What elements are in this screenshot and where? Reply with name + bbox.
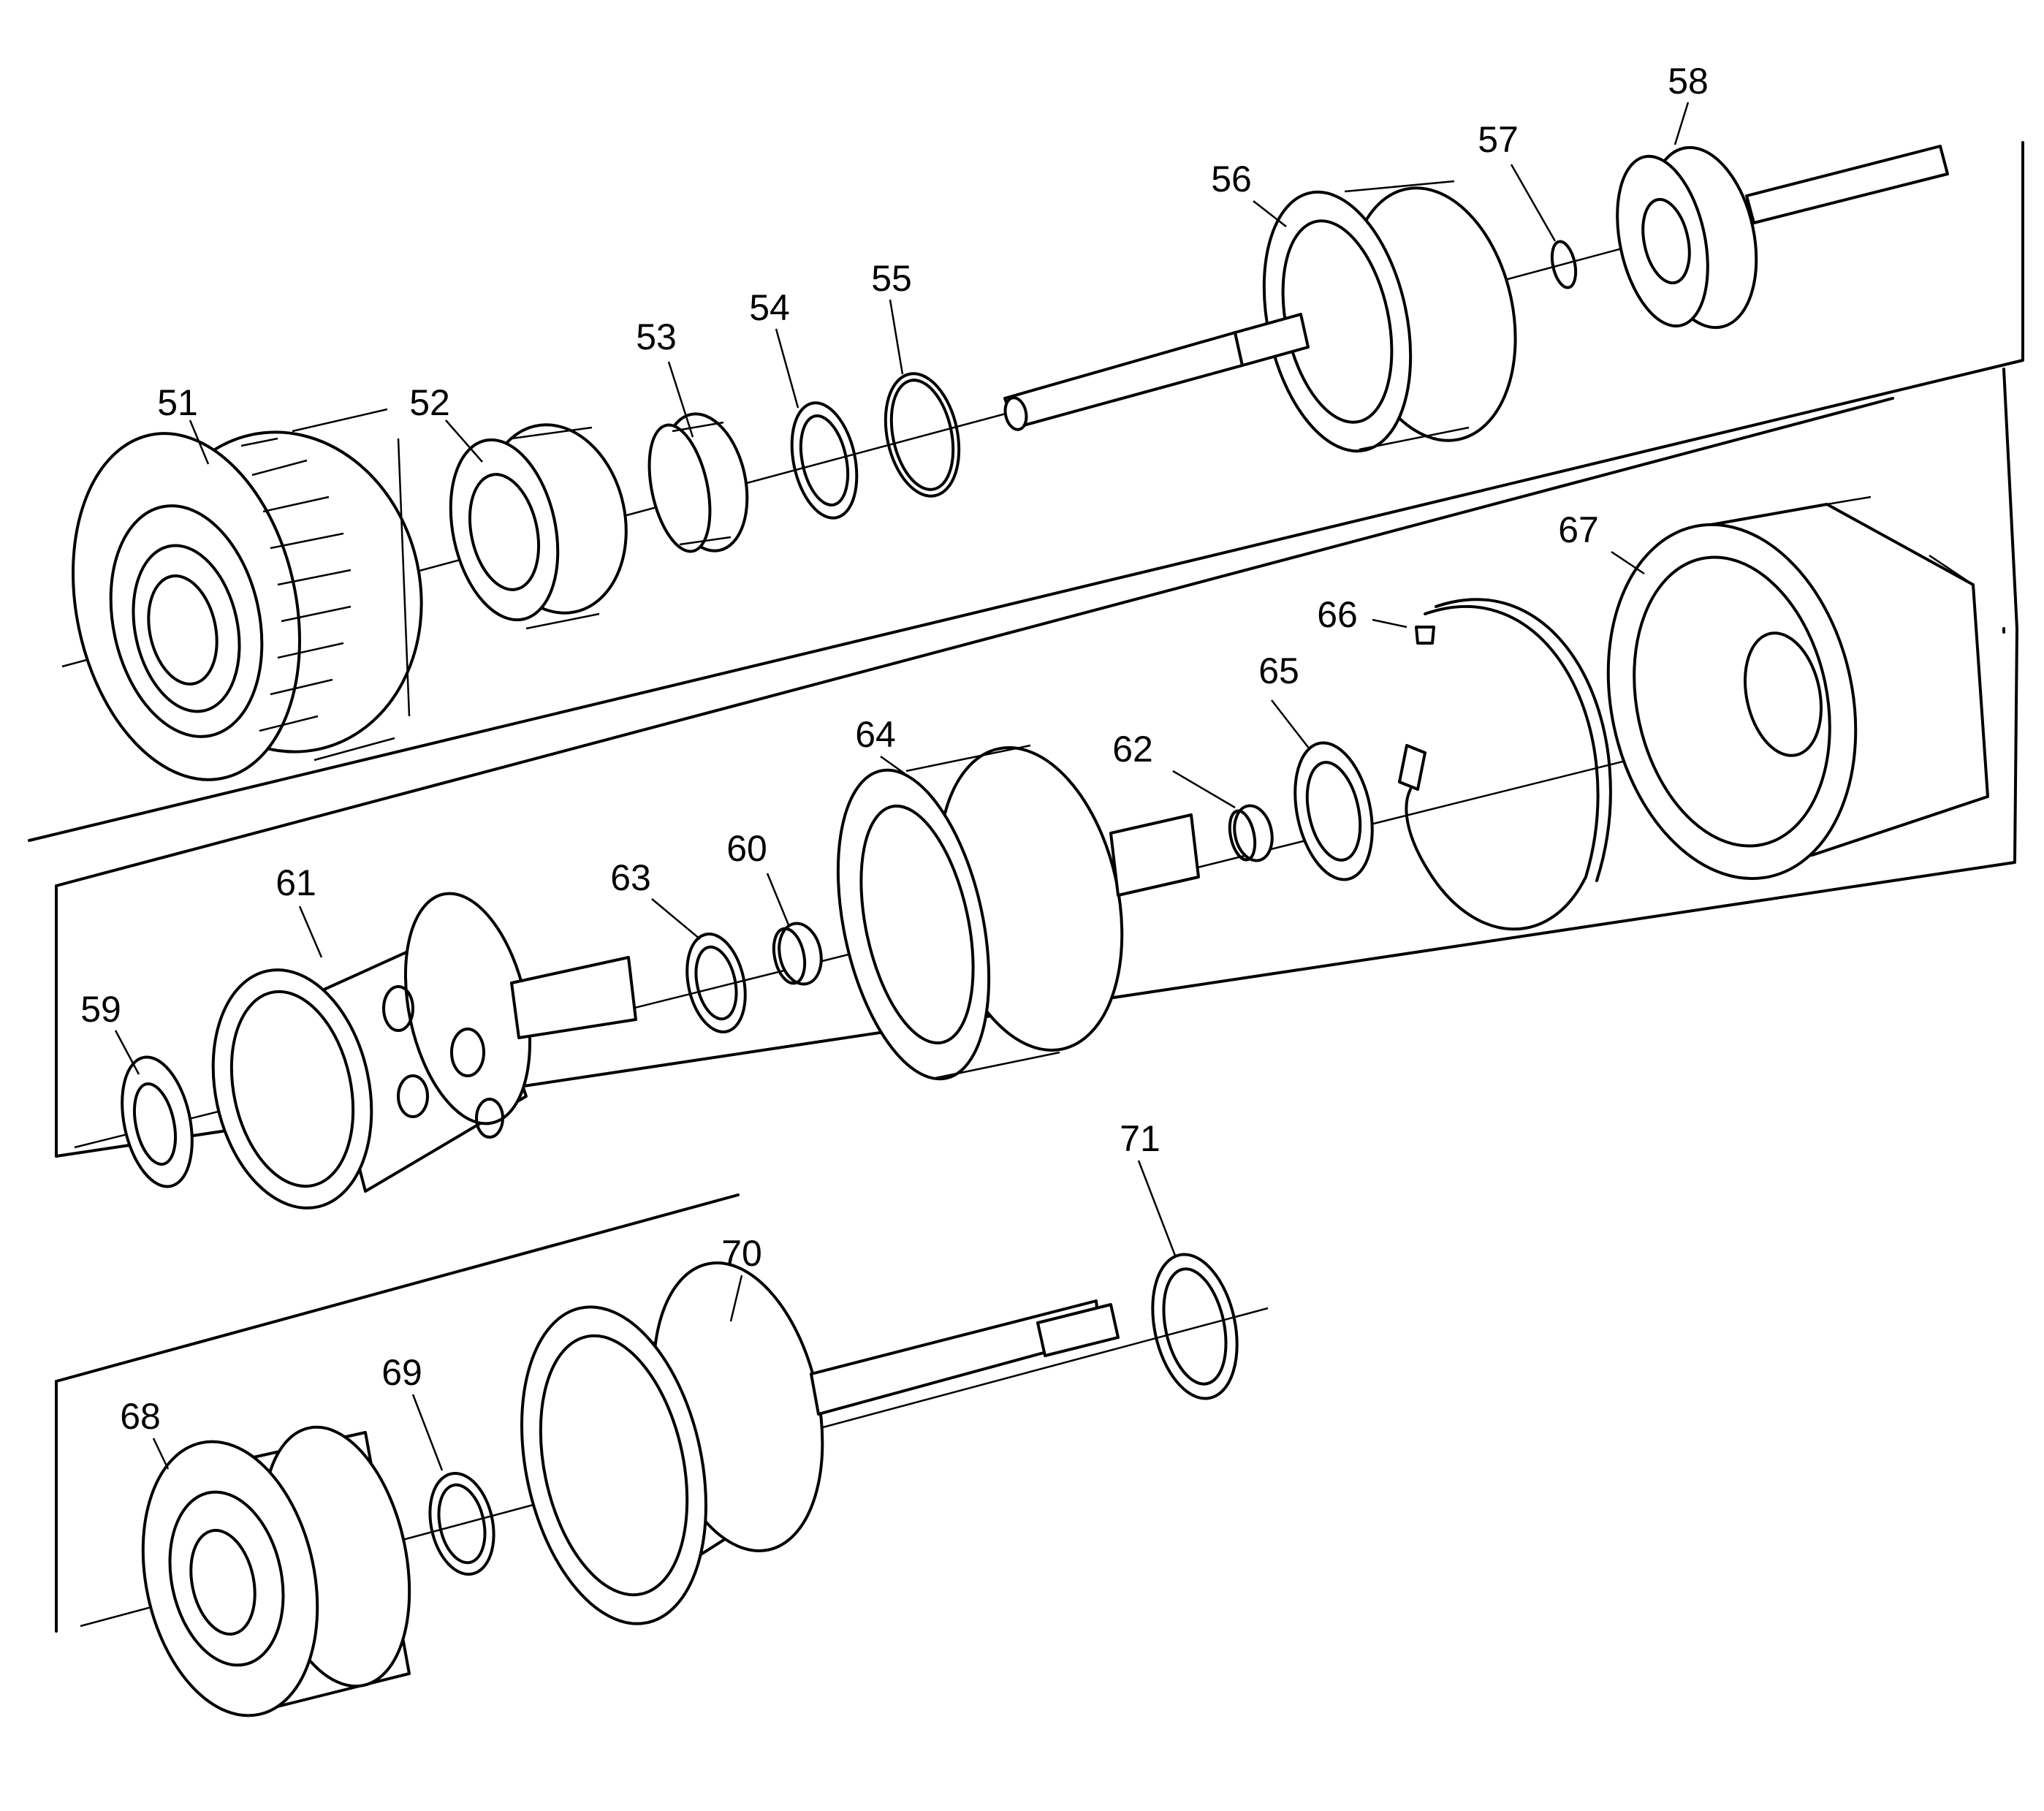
part-55-snap-ring (884, 372, 961, 498)
callout-59: 59 (80, 989, 121, 1030)
callout-70: 70 (721, 1233, 762, 1274)
part-61-drum (211, 892, 637, 1210)
leader-line-53 (667, 361, 694, 438)
leader-line-57 (1510, 164, 1557, 242)
part-68-planetary (141, 1425, 411, 1717)
callout-54: 54 (749, 287, 790, 328)
callout-65: 65 (1258, 650, 1299, 691)
leader-lines (114, 102, 1690, 1471)
callout-60: 60 (726, 828, 767, 869)
leader-line-58 (1673, 102, 1690, 145)
callout-67: 67 (1558, 509, 1599, 550)
part-69-washer (428, 1471, 495, 1576)
leader-line-51 (189, 419, 210, 465)
leader-line-67 (1611, 550, 1645, 575)
part-54-washer (790, 401, 859, 520)
callout-61: 61 (276, 862, 316, 903)
callout-68: 68 (120, 1396, 161, 1437)
leader-line-59 (114, 1030, 140, 1075)
part-71-washer (1151, 1253, 1239, 1400)
leader-line-68 (152, 1438, 170, 1470)
part-67-clutch-housing (1606, 496, 1989, 881)
callout-71: 71 (1120, 1118, 1160, 1159)
part-56-shaft-drum (1003, 180, 1517, 453)
leader-line-71 (1137, 1160, 1177, 1256)
callout-69: 69 (381, 1352, 422, 1393)
leader-line-54 (775, 328, 799, 409)
part-64-clutch-drum (836, 744, 1200, 1081)
leader-line-55 (889, 299, 904, 375)
callout-labels: 51 52 53 54 55 56 57 58 59 60 61 62 63 6… (80, 61, 1709, 1437)
part-58-gear-shaft (1616, 145, 1949, 330)
part-70-ring-gear-drum (520, 1261, 1120, 1625)
leader-line-63 (651, 898, 701, 940)
part-62-ring (1228, 804, 1274, 862)
callout-55: 55 (871, 258, 912, 299)
leader-line-52 (445, 419, 483, 463)
callout-53: 53 (636, 316, 677, 357)
part-63-washer (685, 933, 747, 1033)
leader-line-66 (1372, 618, 1407, 629)
callout-66: 66 (1317, 594, 1358, 635)
callout-51: 51 (157, 382, 198, 423)
panel-frame-bottom (55, 1193, 740, 1633)
part-66-snap-ring (1398, 598, 1612, 931)
part-65-seal (1293, 741, 1374, 881)
part-60-bushing (772, 922, 823, 986)
part-59-bearing (121, 1055, 194, 1188)
callout-52: 52 (409, 382, 450, 423)
leader-line-62 (1172, 770, 1236, 809)
callout-63: 63 (610, 857, 651, 898)
leader-line-70 (729, 1275, 743, 1322)
part-52-carrier (449, 423, 628, 630)
callout-56: 56 (1211, 159, 1252, 200)
leader-line-60 (766, 873, 791, 927)
part-57-snap-ring (1550, 240, 1578, 289)
callout-64: 64 (855, 714, 896, 755)
panel-frame-top (28, 141, 2024, 842)
part-53-gear (647, 412, 749, 553)
part-51-clutch-drum (72, 408, 423, 781)
leader-line-56 (1253, 200, 1287, 227)
leader-line-69 (411, 1394, 444, 1471)
leader-line-64 (880, 755, 907, 776)
callout-57: 57 (1478, 119, 1519, 160)
leader-line-65 (1271, 699, 1310, 750)
leader-line-61 (298, 906, 323, 958)
callout-58: 58 (1668, 61, 1709, 102)
parts (72, 145, 1989, 1717)
callout-62: 62 (1112, 729, 1153, 770)
